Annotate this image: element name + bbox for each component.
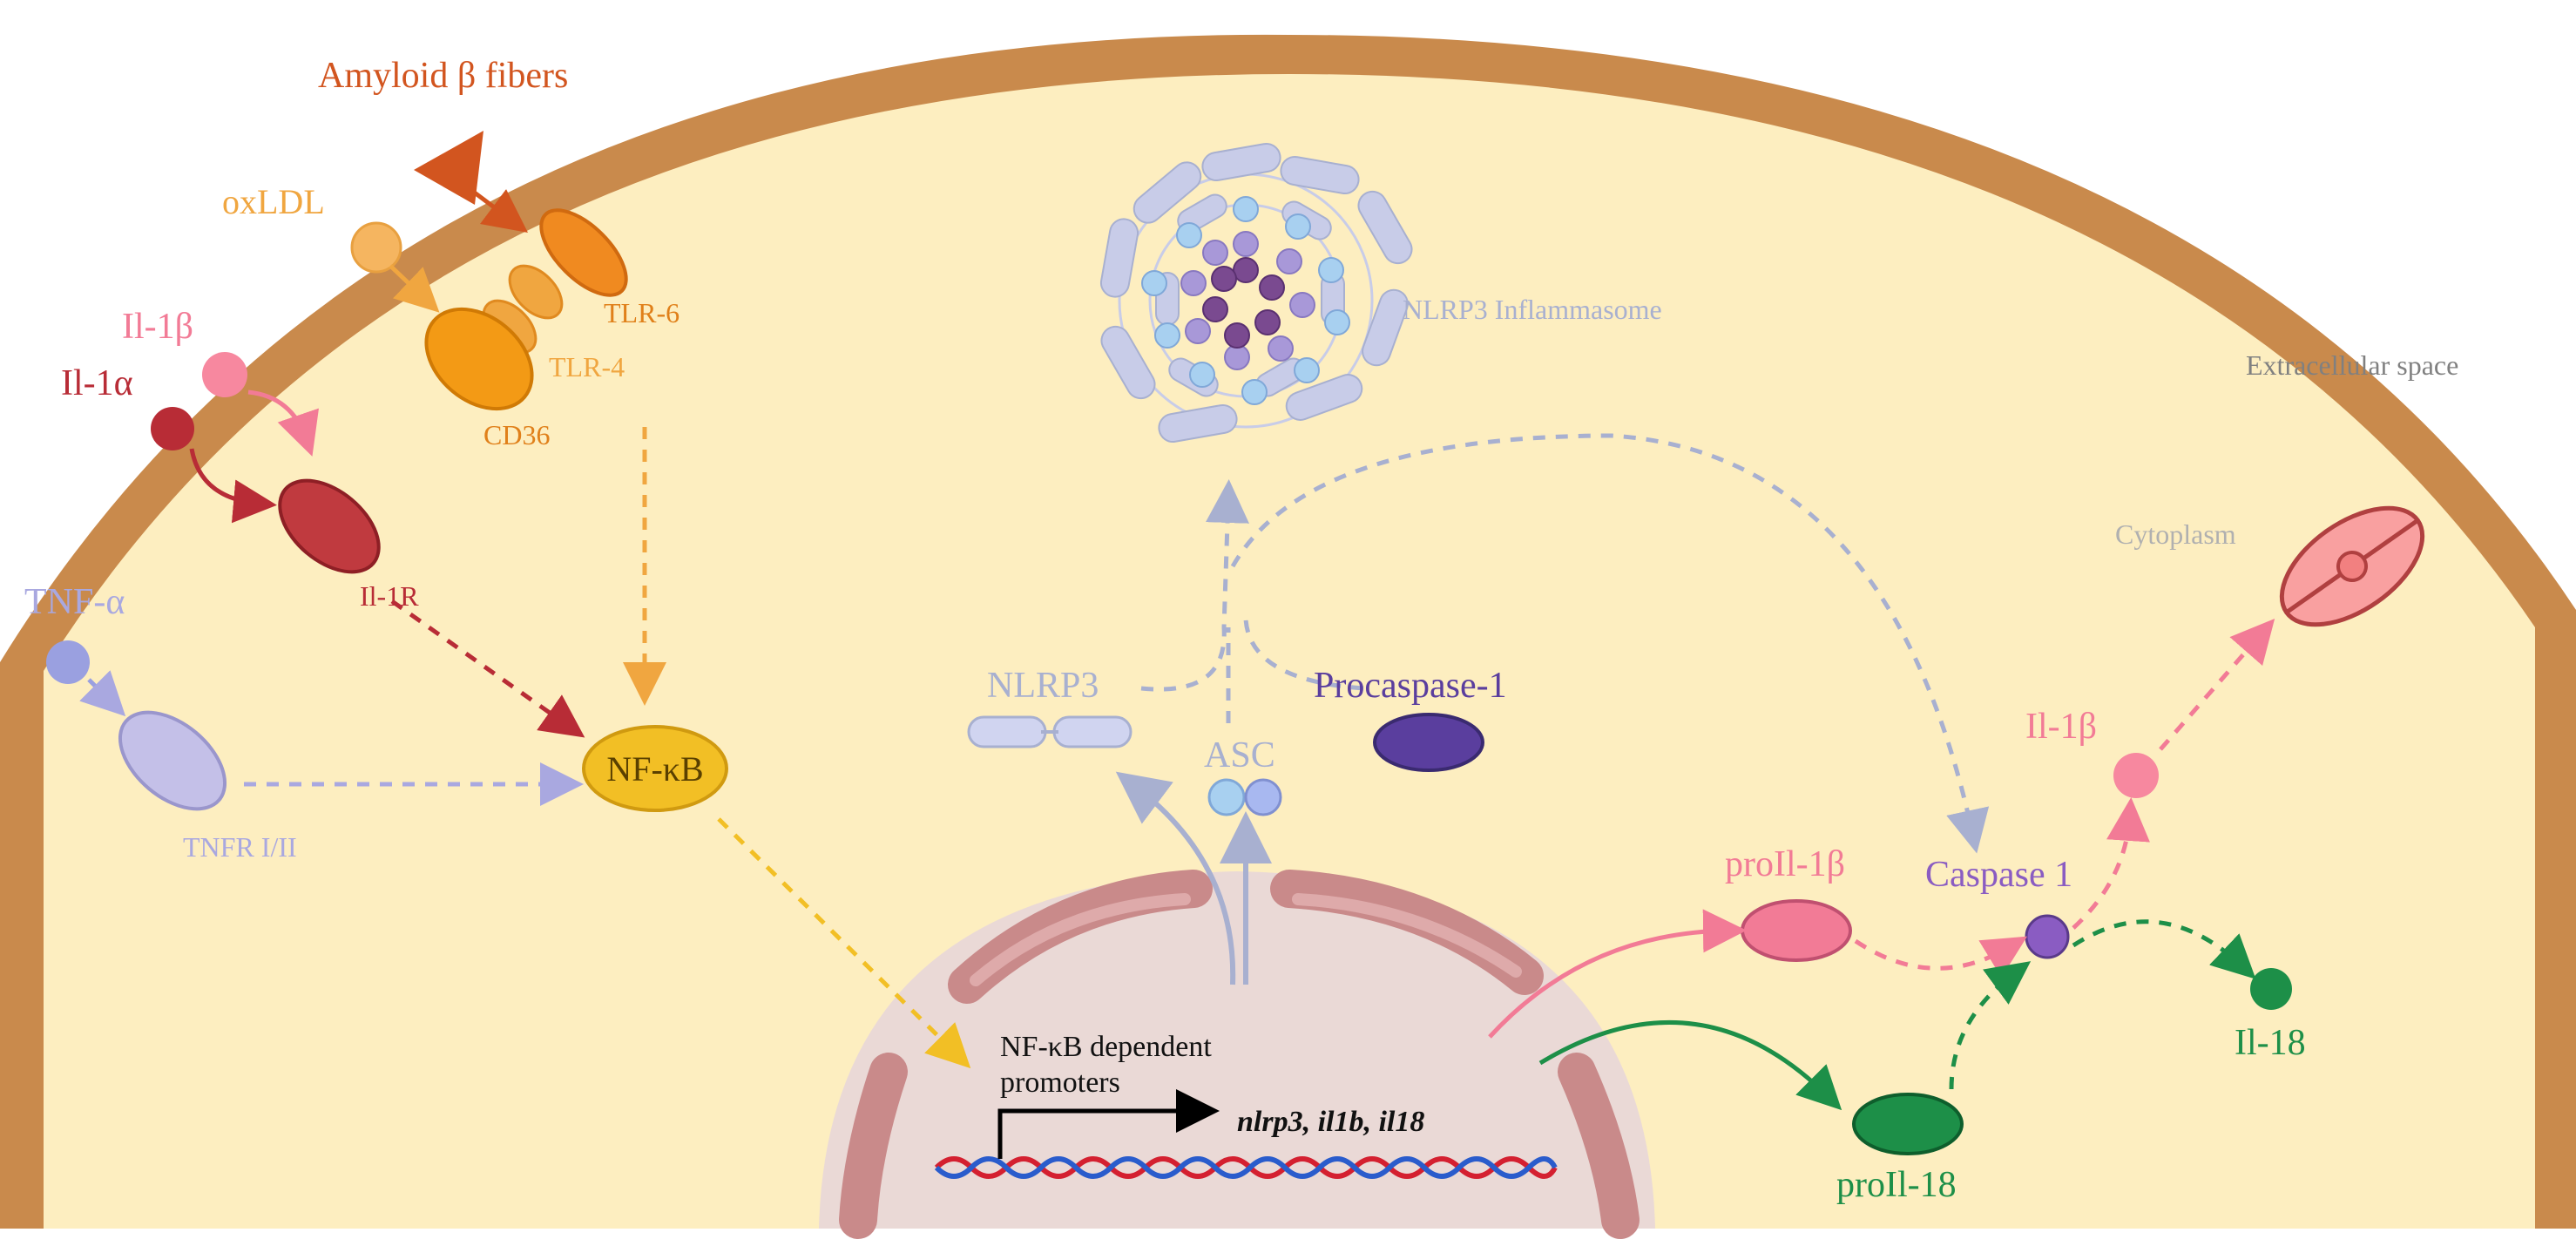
nucleus [819, 870, 1655, 1239]
transcription-arrow-icon [997, 1089, 1220, 1159]
amyloid-label: Amyloid β fibers [318, 56, 568, 96]
asc-label: ASC [1204, 735, 1275, 775]
labels: Amyloid β fibers oxLDL TLR-6 TLR-4 CD36 … [24, 56, 2458, 1205]
nfkb-promoters-label-1: NF-κB dependent [1000, 1031, 1212, 1063]
il1r-label: Il-1R [360, 580, 419, 612]
il1r-receptor-icon [278, 478, 381, 574]
il18-label: Il-18 [2235, 1023, 2306, 1063]
asc-adaptor-icon [1207, 778, 1282, 816]
genes-label: nlrp3, il1b, il18 [1237, 1106, 1424, 1138]
inflammasome-complex-icon [1099, 142, 1413, 444]
nlrp3-label: NLRP3 [987, 666, 1099, 706]
il1b-int-label: Il-1β [2025, 707, 2097, 747]
tnfr-label: TNFR I/II [183, 831, 297, 863]
proil1b-icon [1741, 899, 1852, 962]
tlr4-label: TLR-4 [549, 351, 625, 383]
dna-icon [934, 1156, 1558, 1179]
inflammasome-label: NLRP3 Inflammasome [1403, 294, 1662, 325]
nfkb-promoters-label-2: promoters [1000, 1067, 1120, 1099]
cd36-label: CD36 [483, 419, 550, 450]
il1a-ligand-icon [151, 407, 194, 450]
cd36-receptor-icon [424, 307, 534, 411]
procaspase-label: Procaspase-1 [1314, 666, 1507, 706]
il1a-ext-label: Il-1α [61, 363, 133, 403]
oxldl-particle-icon [350, 221, 402, 274]
cytoplasm-label: Cytoplasm [2115, 518, 2236, 550]
oxldl-label: oxLDL [222, 182, 325, 221]
arrows [79, 181, 2275, 1111]
tlr6-label: TLR-6 [604, 297, 679, 328]
caspase1-label: Caspase 1 [1925, 855, 2072, 895]
il1b-mature-icon [2113, 753, 2159, 798]
extracellular-label: Extracellular space [2246, 349, 2458, 381]
proil18-label: proIl-18 [1836, 1165, 1957, 1205]
procaspase1-icon [1373, 713, 1484, 772]
nlrp3-monomer-icon [967, 715, 1132, 748]
membrane-channel-icon [2279, 505, 2425, 627]
cell [0, 34, 2576, 1229]
nfkb-label: NF-κB [606, 749, 703, 789]
cytoplasm [44, 74, 2535, 1229]
il18-mature-icon [2250, 968, 2292, 1010]
tnfa-ligand-icon [46, 640, 90, 684]
il1b-ext-label: Il-1β [122, 307, 193, 347]
il1b-ligand-icon [202, 352, 247, 397]
nfkb-complex-icon [582, 725, 728, 812]
tnfr-receptor-icon [118, 710, 227, 811]
tnfa-label: TNF-α [24, 582, 125, 622]
proil1b-label: proIl-1β [1725, 844, 1845, 884]
caspase1-icon [2025, 914, 2070, 959]
proil18-icon [1852, 1093, 1964, 1155]
